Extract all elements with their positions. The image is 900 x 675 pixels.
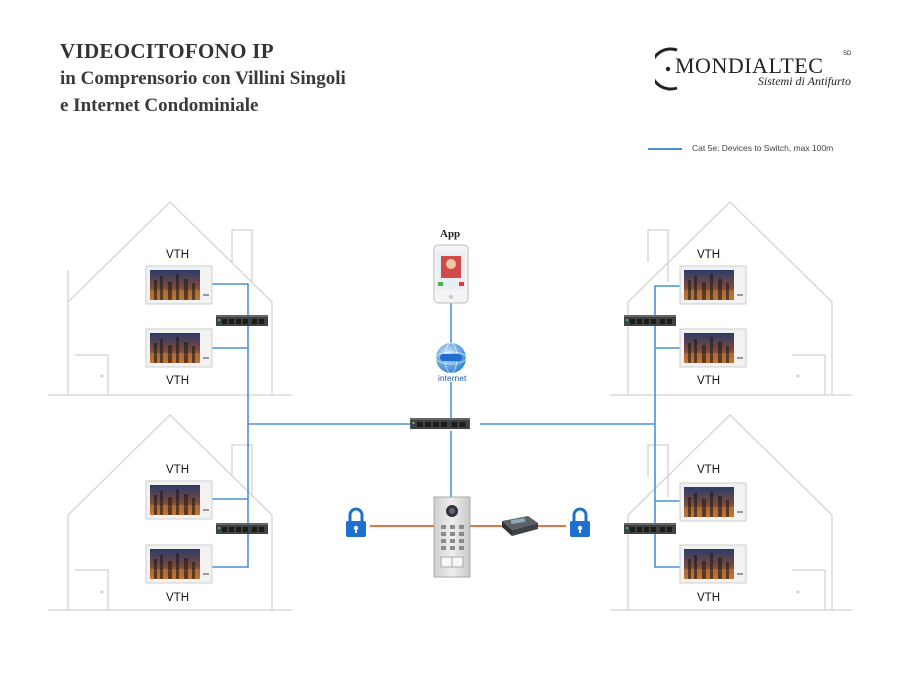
vth-label: VTH bbox=[697, 375, 720, 387]
legend-line-swatch bbox=[648, 148, 682, 150]
legend-label: Cat 5e: Devices to Switch, max 100m bbox=[692, 143, 834, 153]
switch-icon bbox=[216, 523, 268, 534]
vth-label: VTH bbox=[697, 249, 720, 261]
lock-controller-icon bbox=[502, 516, 538, 536]
house-bottom-right bbox=[610, 414, 852, 611]
lock-icon bbox=[344, 507, 368, 539]
vth-label: VTH bbox=[166, 592, 189, 604]
monitor-icon bbox=[145, 265, 213, 305]
logo-tagline: Sistemi di Antifurto bbox=[758, 74, 851, 88]
vth-label: VTH bbox=[166, 464, 189, 476]
vth-label: VTH bbox=[697, 464, 720, 476]
house-bottom-left bbox=[48, 414, 292, 611]
mondialtec-logo: MONDIALTEC SD Sistemi di Antifurto bbox=[655, 47, 852, 91]
diagram-title: VIDEOCITOFONO IP in Comprensorio con Vil… bbox=[60, 38, 346, 119]
logo-brand: MONDIALTEC bbox=[675, 53, 823, 78]
monitor-icon bbox=[679, 482, 747, 522]
door-station-icon bbox=[433, 496, 471, 578]
vth-label: VTH bbox=[697, 592, 720, 604]
monitor-icon bbox=[679, 265, 747, 305]
title-line-3: e Internet Condominiale bbox=[60, 95, 259, 116]
switch-icon bbox=[624, 315, 676, 326]
monitor-icon bbox=[145, 544, 213, 584]
logo-superscript: SD bbox=[843, 51, 852, 57]
vth-label: VTH bbox=[166, 375, 189, 387]
title-line-1: VIDEOCITOFONO IP bbox=[60, 39, 274, 63]
house-top-right bbox=[610, 201, 852, 396]
house-top-left bbox=[48, 201, 292, 396]
switch-icon bbox=[410, 418, 470, 429]
app-label: App bbox=[440, 228, 460, 240]
monitor-icon bbox=[145, 328, 213, 368]
internet-globe-icon bbox=[435, 342, 467, 374]
title-line-2: in Comprensorio con Villini Singoli bbox=[60, 68, 346, 89]
monitor-icon bbox=[679, 328, 747, 368]
monitor-icon bbox=[679, 544, 747, 584]
cat5e-cabling bbox=[212, 283, 688, 568]
monitor-icon bbox=[145, 480, 213, 520]
lock-icon bbox=[568, 507, 592, 539]
switch-icon bbox=[624, 523, 676, 534]
switch-icon bbox=[216, 315, 268, 326]
legend: Cat 5e: Devices to Switch, max 100m bbox=[648, 143, 860, 157]
vth-label: VTH bbox=[166, 249, 189, 261]
internet-label: internet bbox=[438, 373, 467, 383]
smartphone-icon bbox=[433, 244, 469, 304]
